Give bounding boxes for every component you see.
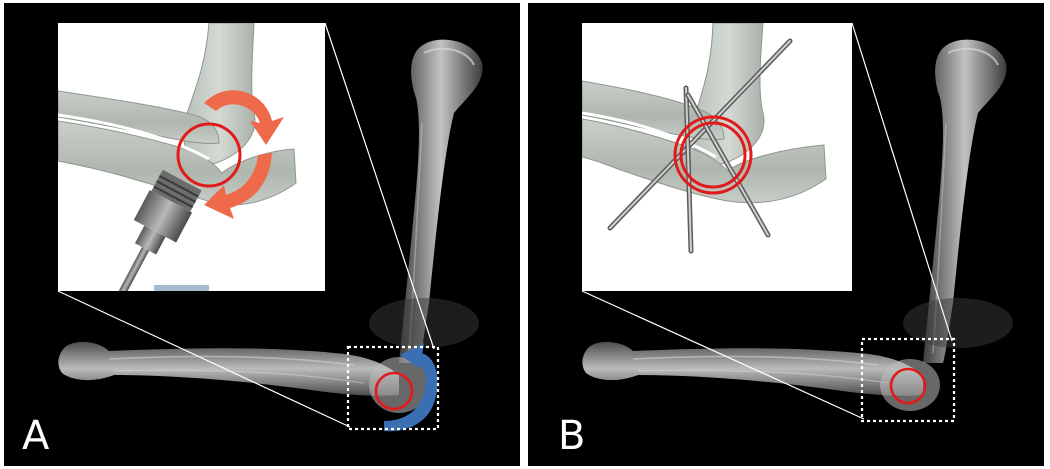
panel-label-b: B <box>558 416 585 456</box>
panel-b: B <box>528 3 1044 466</box>
inset-illustration-a <box>58 23 325 322</box>
inset-illustration-b <box>582 23 852 291</box>
panel-a: A <box>4 3 520 466</box>
xray-soft-tissue <box>369 298 479 348</box>
panel-a-drawing <box>4 3 520 466</box>
xray-forearm <box>58 342 399 396</box>
panel-label-a: A <box>22 416 49 456</box>
xray-soft-tissue <box>903 298 1013 348</box>
panel-b-drawing <box>528 3 1044 466</box>
